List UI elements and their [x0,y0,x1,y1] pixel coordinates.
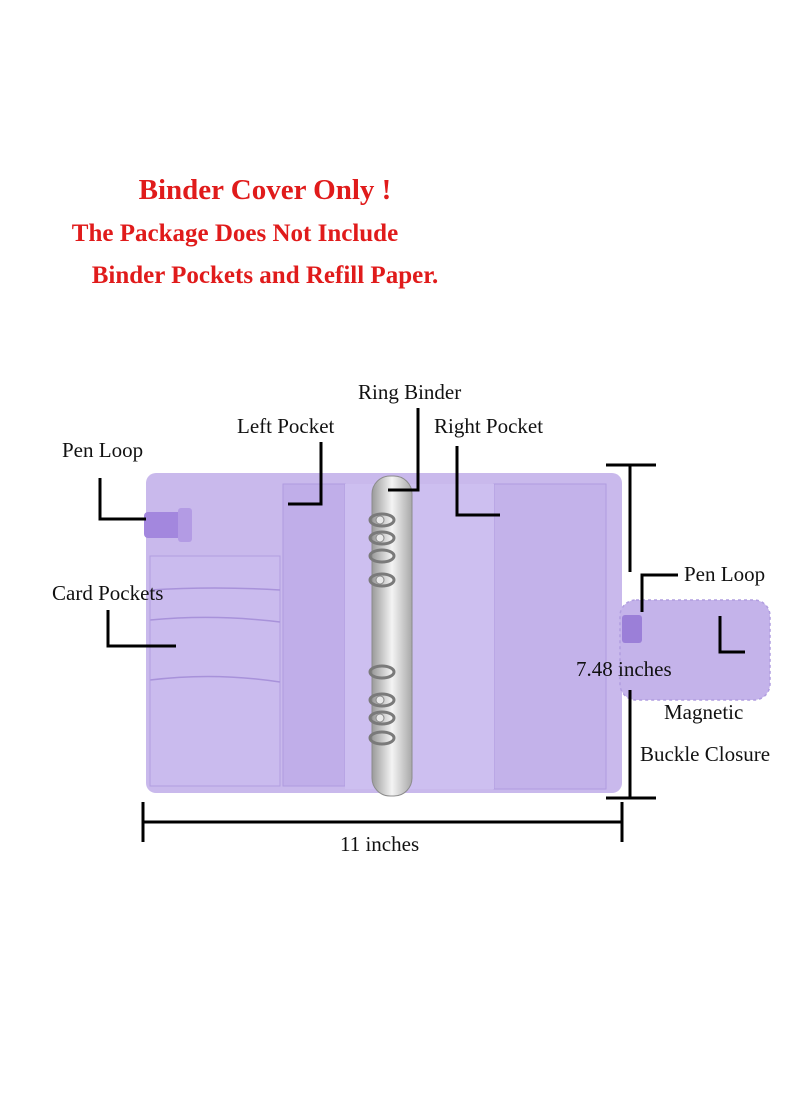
height-dimension [606,463,656,800]
label-pen-loop-right: Pen Loop [684,562,766,586]
left-pen-loop [144,512,186,538]
leader-lines [98,408,745,654]
rings [368,512,396,746]
width-dimension [141,802,624,842]
card-pockets [149,555,281,787]
headline-line-2: The Package Does Not Include [71,220,399,247]
label-ring-binder: Ring Binder [358,380,462,404]
label-magnetic: Magnetic [664,700,744,724]
label-card-pockets: Card Pockets [52,581,164,605]
label-left-pocket: Left Pocket [237,414,335,438]
label-pen-loop-left: Pen Loop [62,438,144,462]
left-pocket [282,483,346,787]
magnetic-closure-flap [620,600,770,700]
label-width: 11 inches [340,832,420,856]
headline-line-3: Binder Pockets and Refill Paper. [91,262,439,289]
right-pocket [493,483,607,790]
headline-line-1: Binder Cover Only ! [138,174,392,206]
right-pen-loop [622,615,642,643]
label-buckle-closure: Buckle Closure [640,742,771,766]
label-right-pocket: Right Pocket [434,414,544,438]
label-height: 7.48 inches [576,657,672,681]
